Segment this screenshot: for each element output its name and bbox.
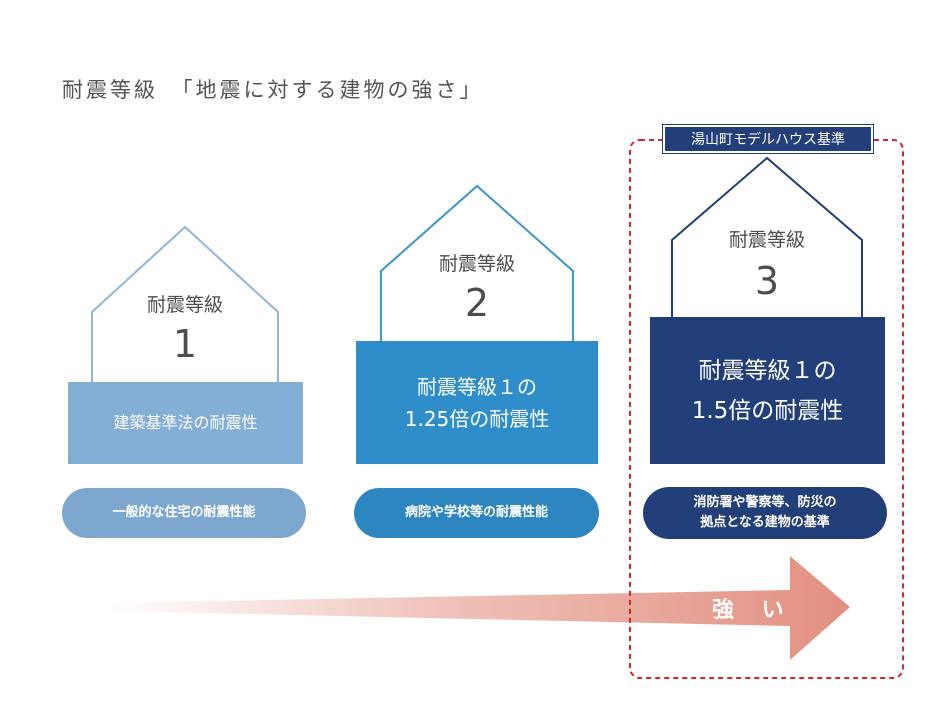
house-1-roof-outline [91,225,279,382]
page-title: 耐震等級 「地震に対する建物の強さ」 [62,78,484,102]
house-1-base [68,382,303,464]
house-2-description: 耐震等級１の 1.25倍の耐震性 [356,341,598,464]
house-1-description: 建築基準法の耐震性 [68,382,303,464]
house-3-level-name: 耐震等級 [728,229,805,251]
house-2-level-name: 耐震等級 [438,253,515,275]
house-2-description-line2: 1.25倍の耐震性 [404,406,550,431]
house-1-usage-text: 一般的な住宅の耐震性能 [112,505,256,520]
house-2-usage-text: 病院や学校等の耐震性能 [404,505,548,520]
house-3-usage-text-line1: 消防署や警察等、防災の [693,495,837,510]
house-1-level-number: 1 [172,322,198,366]
house-3-description: 耐震等級１の 1.5倍の耐震性 [650,317,885,464]
house-3-base [650,317,885,464]
house-3-level-number: 3 [754,259,780,303]
house-3-roof-outline [671,156,863,317]
house-2-roof-outline [380,184,574,341]
house-2-level-number: 2 [464,281,490,325]
house-2-usage-pill: 病院や学校等の耐震性能 [354,488,599,538]
house-1-description-line1: 建築基準法の耐震性 [113,413,258,432]
house-1-level-name: 耐震等級 [146,294,223,316]
house-3-usage-text-line2: 拠点となる建物の基準 [700,515,830,530]
house-2-description-line1: 耐震等級１の [417,374,537,399]
strength-arrow [110,556,850,660]
house-3-description-line2: 1.5倍の耐震性 [691,397,844,424]
model-house-standard-tag: 湯山町モデルハウス基準 [662,124,874,154]
strength-arrow-label: 強 い [712,598,794,623]
house-1-usage-pill: 一般的な住宅の耐震性能 [62,488,306,538]
house-3-usage-pill: 消防署や警察等、防災の 拠点となる建物の基準 [643,487,887,539]
house-2-base [356,341,598,464]
house-3-description-line1: 耐震等級１の [698,357,837,384]
